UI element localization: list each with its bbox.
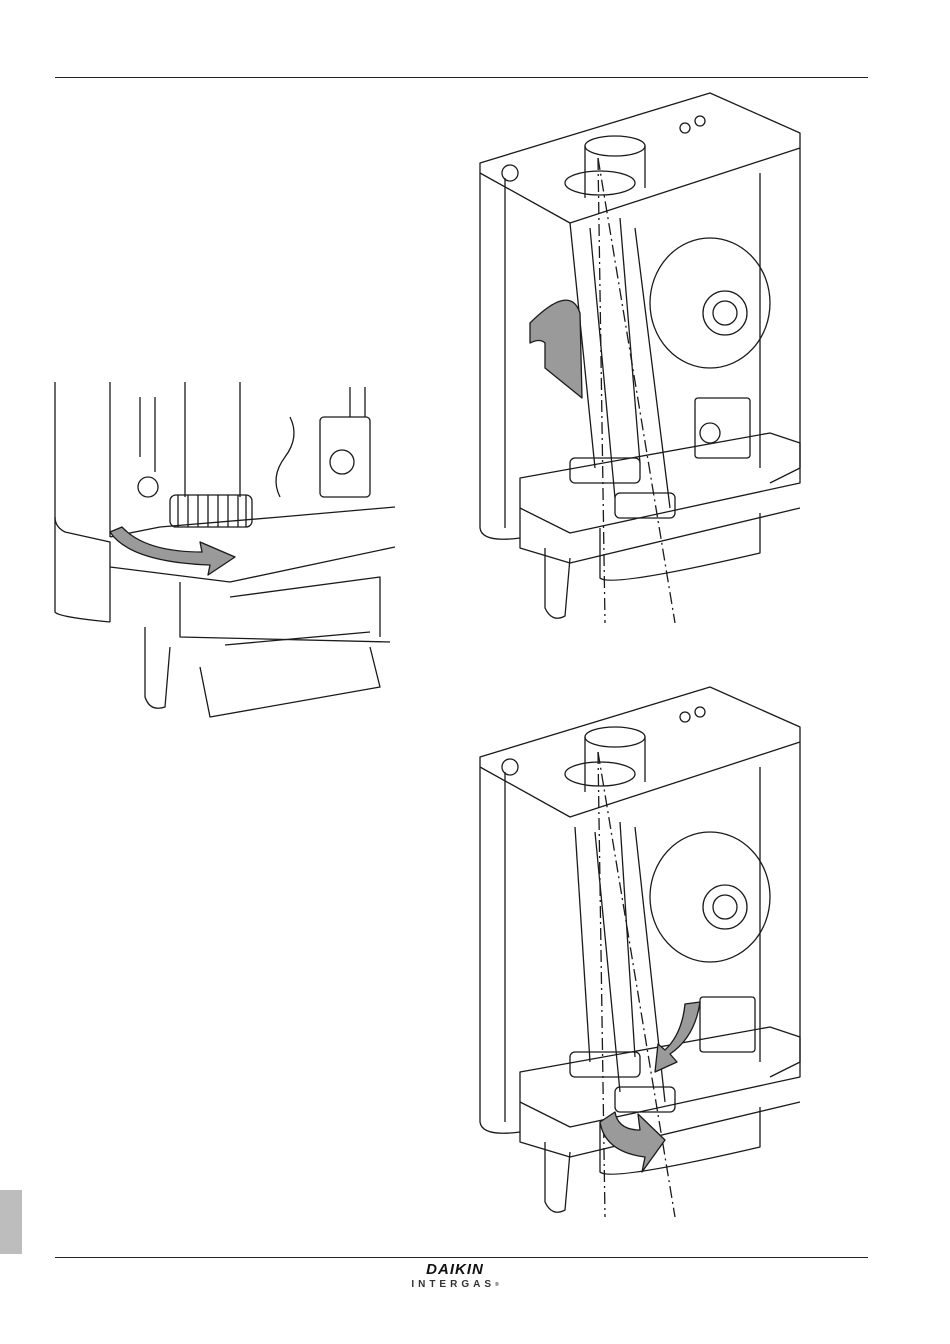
- brand-logo: DAIKIN INTERGAS®: [390, 1262, 520, 1296]
- brand-sub: INTERGAS: [411, 1279, 495, 1290]
- boiler-illustration-pipe-removal: [470, 682, 820, 1222]
- footer-rule: [55, 1257, 868, 1258]
- header-rule: [55, 77, 868, 78]
- trademark-symbol: ®: [495, 1282, 499, 1288]
- boiler-illustration-pipe-tilted: [470, 88, 820, 628]
- detail-illustration: [50, 377, 395, 727]
- brand-name: DAIKIN: [390, 1262, 520, 1278]
- chapter-side-tab: [0, 1190, 22, 1254]
